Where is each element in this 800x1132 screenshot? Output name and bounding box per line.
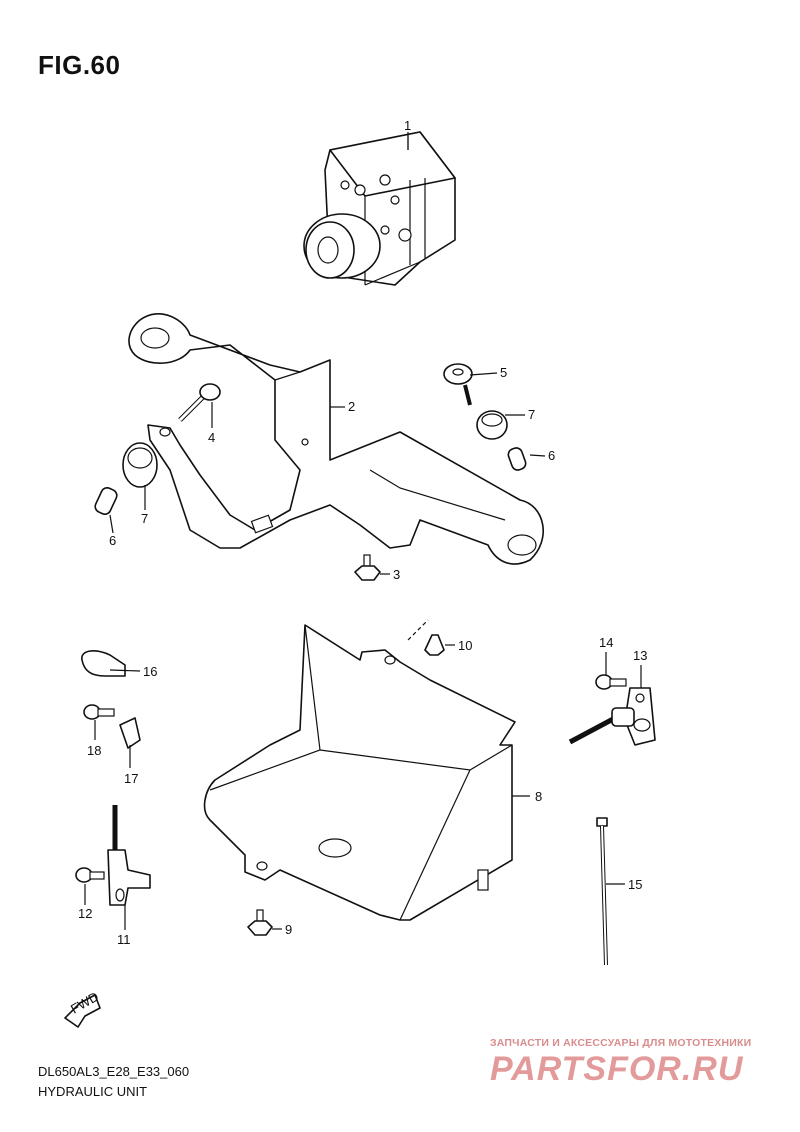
bolt-4 bbox=[178, 383, 221, 422]
bolt-18 bbox=[83, 704, 115, 720]
collar-6-left bbox=[94, 487, 118, 515]
callout-2: 2 bbox=[348, 399, 355, 414]
callout-6-right: 6 bbox=[548, 448, 555, 463]
callout-5: 5 bbox=[500, 365, 507, 380]
clamp-16 bbox=[81, 650, 126, 677]
bolt-3 bbox=[354, 554, 381, 581]
callout-4: 4 bbox=[208, 430, 215, 445]
sensor-11 bbox=[107, 805, 151, 906]
hydraulic-unit bbox=[303, 131, 456, 286]
callout-11: 11 bbox=[117, 932, 131, 947]
sensor-13 bbox=[568, 687, 656, 746]
callout-18: 18 bbox=[87, 743, 101, 758]
diagram-name: HYDRAULIC UNIT bbox=[38, 1084, 148, 1099]
bolt-14 bbox=[595, 674, 627, 690]
figure-title: FIG.60 bbox=[38, 50, 121, 80]
grommet-7-left bbox=[122, 442, 158, 488]
bolt-12 bbox=[75, 867, 105, 883]
cable-tie-15 bbox=[596, 817, 608, 966]
callout-7-left: 7 bbox=[141, 511, 148, 526]
callout-15: 15 bbox=[628, 877, 642, 892]
callout-12: 12 bbox=[78, 906, 92, 921]
leader-lines bbox=[84, 135, 642, 930]
callout-1: 1 bbox=[404, 118, 411, 133]
callout-16: 16 bbox=[143, 664, 157, 679]
callout-6-left: 6 bbox=[109, 533, 116, 548]
callout-13: 13 bbox=[633, 648, 647, 663]
forward-arrow-icon: FWD bbox=[64, 989, 101, 1028]
grommet-7-right bbox=[476, 410, 508, 440]
callout-9: 9 bbox=[285, 922, 292, 937]
callout-14: 14 bbox=[599, 635, 613, 650]
mounting-bracket bbox=[128, 313, 544, 565]
diagram-code: DL650AL3_E28_E33_060 bbox=[38, 1064, 190, 1079]
collar-6-right bbox=[507, 447, 527, 471]
callout-7-right: 7 bbox=[528, 407, 535, 422]
callout-8: 8 bbox=[535, 789, 542, 804]
callout-17: 17 bbox=[124, 771, 138, 786]
clip-10 bbox=[424, 634, 445, 656]
clip-17 bbox=[119, 717, 141, 749]
callout-10: 10 bbox=[458, 638, 472, 653]
watermark-brand: PARTSFOR.RU bbox=[490, 1050, 744, 1088]
bolt-9 bbox=[247, 909, 273, 936]
bolt-5 bbox=[443, 363, 473, 406]
callout-3: 3 bbox=[393, 567, 400, 582]
watermark-tagline: ЗАПЧАСТИ И АКСЕССУАРЫ ДЛЯ МОТОТЕХНИКИ bbox=[490, 1037, 752, 1049]
battery-tray bbox=[203, 619, 516, 921]
callouts: 1 2 4 5 7 6 7 6 3 10 16 18 17 14 13 8 15… bbox=[78, 118, 647, 947]
